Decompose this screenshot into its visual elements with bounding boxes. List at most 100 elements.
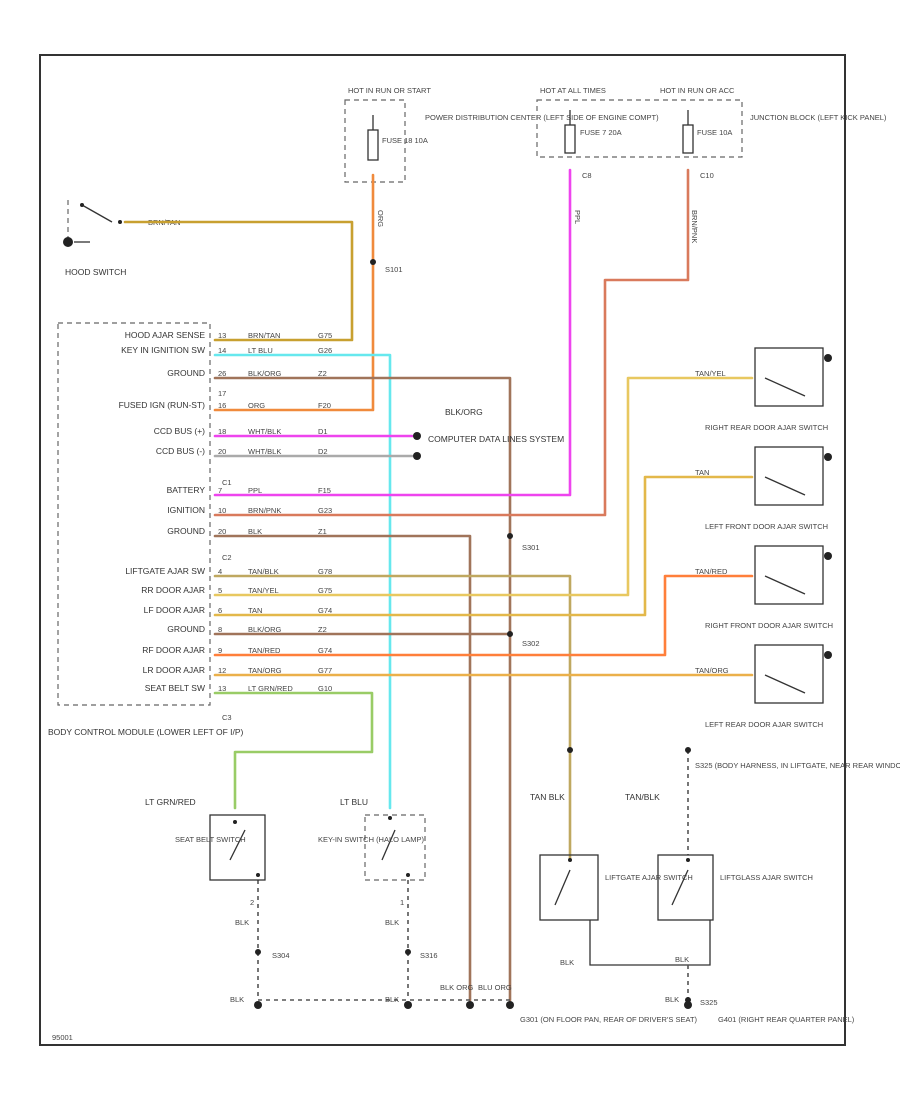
splice-s325: S325: [700, 998, 718, 1007]
bcm-pin-circuit: Z1: [318, 527, 327, 536]
bcm-pin-circuit: Z2: [318, 625, 327, 634]
splice-s101: S101: [385, 265, 403, 274]
bcm-pin-number: 4: [218, 567, 222, 576]
wire-bottom-ground: [257, 880, 510, 1001]
door-switch-wire: TAN: [695, 468, 709, 477]
bcm-pin-name: GROUND: [167, 526, 205, 536]
liftglass-label: LIFTGLASS AJAR SWITCH: [720, 873, 813, 882]
wire-fused-ign-org: [213, 173, 375, 412]
bcm-pin-circuit: G78: [318, 567, 332, 576]
fuse-7-label: FUSE 7 20A: [580, 128, 622, 137]
bcm-pin-circuit: F20: [318, 401, 331, 410]
bcm-pin-name: FUSED IGN (RUN-ST): [119, 400, 206, 410]
key-in-label: KEY-IN SWITCH (HALO LAMP): [318, 835, 424, 844]
blk-g401: BLK: [665, 995, 679, 1004]
liftglass-wire-top: TAN/BLK: [625, 792, 660, 802]
wire-rr-door-tan-yel: [213, 376, 754, 597]
bcm-pin-wire: TAN: [248, 606, 262, 615]
bcm-pin-wire: TAN/ORG: [248, 666, 282, 675]
bcm-pin-wire: BRN/TAN: [248, 331, 280, 340]
bcm-pin-circuit: G10: [318, 684, 332, 693]
door-switch-label: RIGHT REAR DOOR AJAR SWITCH: [705, 423, 828, 432]
wire-rf-door-tan-red: [213, 574, 754, 657]
bcm-pin-wire: TAN/YEL: [248, 586, 279, 595]
bcm-pin-wire: TAN/BLK: [248, 567, 279, 576]
connector-c2: C2: [222, 553, 232, 562]
splice-s301: S301: [522, 543, 540, 552]
hot-all-times-header: HOT AT ALL TIMES: [540, 86, 606, 95]
ccd-label: COMPUTER DATA LINES SYSTEM: [428, 434, 564, 444]
brn-pnk-top-code: BRN/PNK: [690, 210, 699, 243]
key-in-pin: 1: [400, 898, 404, 907]
bcm-pin-circuit: G77: [318, 666, 332, 675]
fuse-hot-all-times: HOT AT ALL TIMES FUSE 7 20A C8: [536, 86, 743, 180]
splice-s304: S304: [272, 951, 290, 960]
bcm-pin-number: 16: [218, 401, 226, 410]
bcm-pin-wire: BLK/ORG: [248, 625, 282, 634]
door-switch-label: LEFT FRONT DOOR AJAR SWITCH: [705, 522, 828, 531]
bcm-pin-number: 8: [218, 625, 222, 634]
key-in-wire-top: LT BLU: [340, 797, 368, 807]
seat-belt-wire-bot: BLK: [235, 918, 249, 927]
blk-liftglass: BLK: [675, 955, 689, 964]
key-in-wire-bot: BLK: [385, 918, 399, 927]
bcm-pin-number: 17: [218, 389, 226, 398]
blk-ground-2: BLK: [385, 995, 399, 1004]
wire-seat-belt-lt-grn: [213, 691, 374, 810]
key-in-switch: LT BLU KEY-IN SWITCH (HALO LAMP) 1 BLK: [318, 797, 426, 927]
bcm-pin-name: CCD BUS (+): [154, 426, 205, 436]
door-switch-label: LEFT REAR DOOR AJAR SWITCH: [705, 720, 823, 729]
fuse-10a-label: FUSE 10A: [697, 128, 732, 137]
splice-s302: S302: [522, 639, 540, 648]
bcm-pin-wire: WHT/BLK: [248, 427, 281, 436]
bcm-pin-wire: LT BLU: [248, 346, 273, 355]
connector-c3: C3: [222, 713, 232, 722]
bcm-pin-number: 6: [218, 606, 222, 615]
bcm-pin-circuit: F15: [318, 486, 331, 495]
bcm-pin-circuit: Z2: [318, 369, 327, 378]
junction-block: HOT IN RUN OR ACC FUSE 10A C10 JUNCTION …: [660, 86, 887, 180]
seat-belt-pin: 2: [250, 898, 254, 907]
door-switch-wire: TAN/RED: [695, 567, 728, 576]
wire-hood-brn-tan: [123, 220, 354, 342]
wire-liftgate-tan-blk: [213, 574, 572, 862]
body-control-module: BODY CONTROL MODULE (LOWER LEFT OF I/P) …: [48, 322, 244, 737]
bcm-pin-name: KEY IN IGNITION SW: [121, 345, 205, 355]
bcm-pin-circuit: G75: [318, 331, 332, 340]
bcm-pin-number: 9: [218, 646, 222, 655]
bcm-pin-wire: LT GRN/RED: [248, 684, 293, 693]
bcm-pin-wire: BLK: [248, 527, 262, 536]
wire-ground-brn-org: [213, 376, 512, 1002]
wire-battery-ppl: [213, 168, 572, 497]
wire-ignition-brn-pnk: [213, 168, 690, 517]
ppl-top-code: PPL: [573, 210, 582, 224]
hood-switch-label: HOOD SWITCH: [65, 267, 126, 277]
seat-belt-label: SEAT BELT SWITCH: [175, 835, 246, 844]
bcm-pin-circuit: G75: [318, 586, 332, 595]
bcm-pin-circuit: G74: [318, 646, 332, 655]
diagram-frame: [39, 54, 846, 1046]
bcm-pin-wire: TAN/RED: [248, 646, 281, 655]
bcm-label: BODY CONTROL MODULE (LOWER LEFT OF I/P): [48, 727, 244, 737]
bcm-pin-wire: BLK/ORG: [248, 369, 282, 378]
bcm-pin-name: RR DOOR AJAR: [141, 585, 205, 595]
bcm-pin-circuit: D2: [318, 447, 328, 456]
pdc-label: POWER DISTRIBUTION CENTER (LEFT SIDE OF …: [425, 113, 659, 122]
junction-block-label: JUNCTION BLOCK (LEFT KICK PANEL): [750, 113, 887, 122]
bcm-pin-name: CCD BUS (-): [156, 446, 205, 456]
blk-org-ground: BLK ORG: [440, 983, 474, 992]
g301-label: G301 (ON FLOOR PAN, REAR OF DRIVER'S SEA…: [520, 1015, 698, 1024]
g401-label: G401 (RIGHT REAR QUARTER PANEL): [718, 1015, 855, 1024]
bcm-pin-wire: BRN/PNK: [248, 506, 281, 515]
hood-switch: HOOD SWITCH BRN/TAN: [63, 200, 180, 277]
bcm-pin-circuit: G23: [318, 506, 332, 515]
blu-org-ground: BLU ORG: [478, 983, 512, 992]
liftgate-switch: TAN BLK LIFTGATE AJAR SWITCH: [530, 792, 693, 921]
bcm-pin-number: 20: [218, 527, 226, 536]
blk-ground-1: BLK: [230, 995, 244, 1004]
